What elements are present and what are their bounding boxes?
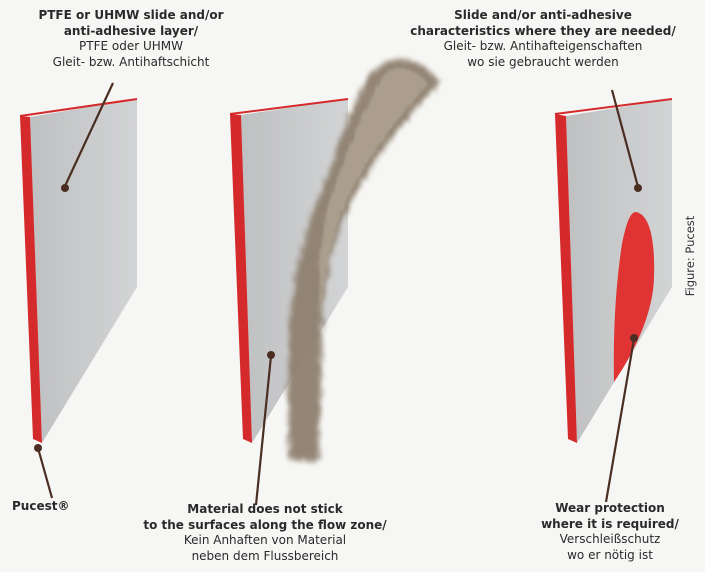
label-material-line1: Material does not stick: [120, 502, 410, 518]
dot-wear: [630, 334, 638, 342]
label-ptfe-line1: PTFE or UHMW slide and/or: [0, 8, 262, 24]
label-slide-line1: Slide and/or anti-adhesive: [393, 8, 693, 24]
label-pucest-text: Pucest®: [12, 499, 92, 515]
label-wear-line4: wo er nötig ist: [540, 548, 680, 564]
label-wear-line2: where it is required/: [540, 517, 680, 533]
leader-pucest: [38, 448, 52, 498]
label-material-flow: Material does not stick to the surfaces …: [120, 502, 410, 564]
label-material-line4: neben dem Flussbereich: [120, 549, 410, 565]
figure-credit: Figure: Pucest: [683, 216, 697, 297]
dot-slide: [634, 184, 642, 192]
panel-left: [20, 99, 137, 443]
label-slide-line4: wo sie gebraucht werden: [393, 55, 693, 71]
label-material-line3: Kein Anhaften von Material: [120, 533, 410, 549]
panel-right: [555, 99, 672, 443]
label-ptfe-layer: PTFE or UHMW slide and/or anti-adhesive …: [0, 8, 262, 70]
label-slide-line2: characteristics where they are needed/: [393, 24, 693, 40]
label-pucest: Pucest®: [12, 499, 92, 515]
label-ptfe-line4: Gleit- bzw. Antihaftschicht: [0, 55, 262, 71]
label-ptfe-line3: PTFE oder UHMW: [0, 39, 262, 55]
label-slide-line3: Gleit- bzw. Antihafteigenschaften: [393, 39, 693, 55]
label-material-line2: to the surfaces along the flow zone/: [120, 518, 410, 534]
dot-material: [267, 351, 275, 359]
panel-left-face: [30, 99, 137, 443]
label-wear-line1: Wear protection: [540, 501, 680, 517]
label-wear-protection: Wear protection where it is required/ Ve…: [540, 501, 680, 563]
label-ptfe-line2: anti-adhesive layer/: [0, 24, 262, 40]
dot-pucest: [34, 444, 42, 452]
label-wear-line3: Verschleißschutz: [540, 532, 680, 548]
label-slide-characteristics: Slide and/or anti-adhesive characteristi…: [393, 8, 693, 70]
dot-ptfe: [61, 184, 69, 192]
